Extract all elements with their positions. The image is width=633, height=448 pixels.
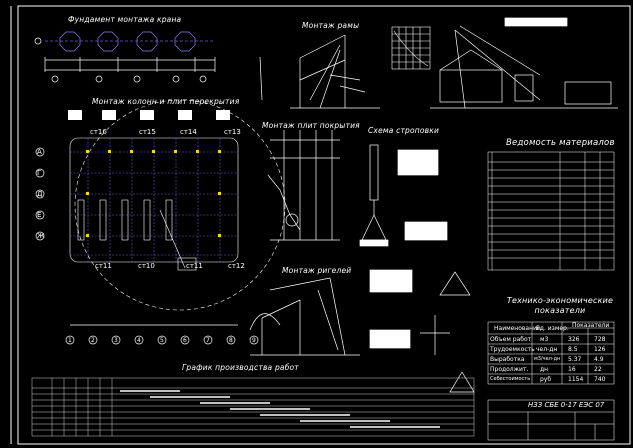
title-tech-econ: Технико-экономические показатели <box>506 296 614 315</box>
tech-row-5-v1: 1154 <box>568 376 584 383</box>
load-diagram <box>391 26 431 70</box>
tech-row-3-v1: 5.37 <box>568 356 582 363</box>
stamp-code: НЗЗ СБЕ 0-17 ЕЭС 07 <box>528 401 605 409</box>
grid-axis-4: 4 <box>137 337 141 344</box>
grid-axis-5: 5 <box>160 337 164 344</box>
beam-installation-section <box>249 277 360 356</box>
tech-row-4-v2: 22 <box>594 366 602 373</box>
grid-col-bottom-1: ст11 <box>95 262 112 270</box>
title-block <box>487 399 615 441</box>
tech-row-1-v2: 728 <box>594 336 606 343</box>
grid-axis-9: 9 <box>252 337 256 344</box>
bottom-axis-markers <box>65 324 259 345</box>
tech-row-3-name: Выработка <box>490 356 525 363</box>
grid-col-label-4: ст13 <box>224 128 241 136</box>
title-assembly: Монтаж рамы <box>302 21 360 30</box>
grid-row-5: Ж <box>37 232 45 240</box>
tech-row-5-name: Себестоимость <box>490 376 531 382</box>
grid-axis-1: 1 <box>68 337 72 344</box>
tech-row-1-name: Объем работ <box>490 336 532 343</box>
floor-installation-section <box>267 130 340 241</box>
tech-row-1-unit: м3 <box>540 336 549 343</box>
crane-elevation <box>430 17 618 109</box>
grid-col-label-3: ст14 <box>180 128 197 136</box>
grid-col-bottom-4: ст12 <box>228 262 245 270</box>
grid-col-label-2: ст15 <box>139 128 156 136</box>
tech-row-5-unit: руб <box>540 376 552 383</box>
tech-row-4-v1: 16 <box>568 366 576 373</box>
grid-col-bottom-2: ст10 <box>138 262 155 270</box>
grid-row-1: А <box>37 148 42 156</box>
grid-axis-7: 7 <box>206 337 210 344</box>
title-foundation: Фундамент монтажа крана <box>68 15 182 24</box>
tech-row-5-v2: 740 <box>594 376 606 383</box>
title-materials: Ведомость материалов <box>506 138 615 148</box>
grid-row-3: Д <box>37 190 43 198</box>
tech-row-3-v2: 4.9 <box>594 356 604 363</box>
title-sling-scheme: Схема строповки <box>368 126 440 135</box>
sling-schemes <box>359 144 475 393</box>
title-floor-install: Монтаж плит покрытия <box>262 121 360 130</box>
materials-table <box>487 151 615 271</box>
grid-axis-8: 8 <box>229 337 233 344</box>
grid-axis-2: 2 <box>91 337 95 344</box>
tech-econ-table <box>487 321 615 385</box>
tech-row-3-unit: м3/чел-дн <box>534 356 561 362</box>
tech-row-4-name: Продолжит. <box>490 366 529 373</box>
grid-row-4: Е <box>37 211 42 219</box>
grid-col-label-1: ст16 <box>90 128 107 136</box>
left-axis-markers <box>35 147 45 241</box>
tech-row-2-name: Трудоемкость <box>490 346 535 353</box>
grid-axis-3: 3 <box>114 337 118 344</box>
tech-header-values: Показатели <box>572 322 610 329</box>
column-grid-plan <box>68 99 286 311</box>
tech-row-4-unit: дн <box>540 366 549 373</box>
tech-row-2-v2: 126 <box>594 346 606 353</box>
foundation-plan <box>34 31 216 83</box>
sheet-border <box>17 5 631 445</box>
grid-axis-6: 6 <box>183 337 187 344</box>
tech-row-2-unit: чел-дн <box>536 346 558 353</box>
crane-assembly-elevation <box>259 34 380 109</box>
tech-header-name: Наименование <box>494 325 541 332</box>
tech-row-2-v1: 8.5 <box>568 346 578 353</box>
tech-header-unit: Ед. измер. <box>536 325 569 332</box>
title-beam-install: Монтаж ригелей <box>282 266 352 275</box>
grid-col-bottom-3: ст11 <box>186 262 203 270</box>
title-column-install: Монтаж колонн и плит перекрытия <box>92 97 240 106</box>
tech-row-1-v1: 326 <box>568 336 580 343</box>
grid-row-2: Г <box>37 169 42 177</box>
title-schedule: График производства работ <box>182 363 299 372</box>
work-schedule-table <box>31 377 475 437</box>
